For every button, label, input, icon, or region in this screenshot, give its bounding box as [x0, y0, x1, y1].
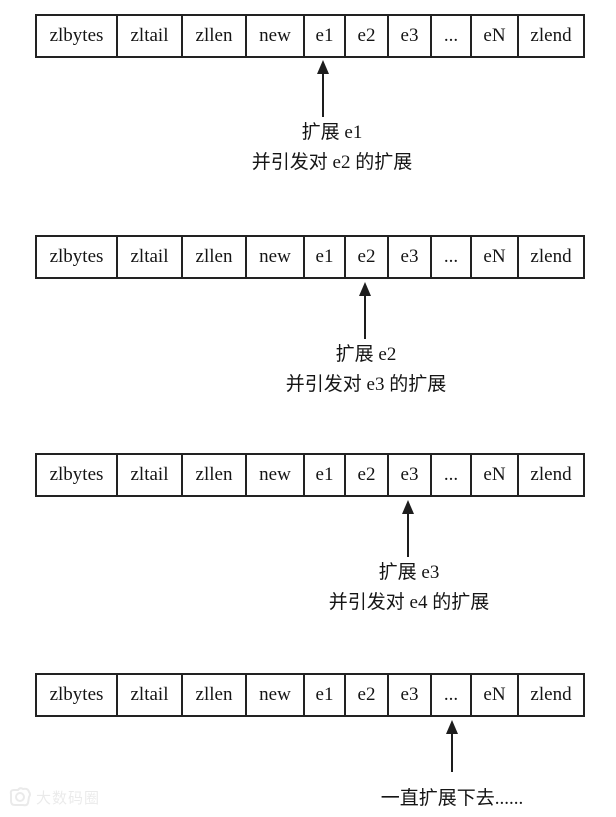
cell-zllen: zllen [183, 16, 247, 56]
cell-e1: e1 [305, 675, 346, 715]
cell-e2: e2 [346, 237, 389, 277]
cell-eN: eN [472, 237, 519, 277]
watermark-text: 大数码圈 [36, 789, 101, 807]
caption-line-2: 并引发对 e2 的扩展 [251, 152, 413, 173]
ziplist-row-3: zlbytes zltail zllen new e1 e2 e3 ... eN… [35, 453, 585, 497]
arrow-head-icon [359, 282, 371, 296]
cell-zlend: zlend [530, 684, 572, 705]
cell-zlbytes: zlbytes [37, 237, 118, 277]
cell-new: new [247, 16, 305, 56]
cell-zltail: zltail [118, 16, 183, 56]
cell-eN: eN [472, 675, 519, 715]
cell-ellipsis: ... [432, 455, 472, 495]
caption-section-2: 扩展 e2 并引发对 e3 的扩展 [286, 340, 446, 400]
cell-zlbytes: zlbytes [37, 675, 118, 715]
camera-logo-icon [8, 786, 32, 808]
caption-section-4: 一直扩展下去...... [381, 784, 524, 814]
cell-ellipsis: ... [432, 675, 472, 715]
arrow-shaft [450, 734, 454, 772]
arrow-head-icon [446, 720, 458, 734]
caption-line-2: 并引发对 e4 的扩展 [328, 592, 490, 613]
caption-line-1: 扩展 e2 [335, 344, 397, 365]
cell-e3: e3 [389, 675, 432, 715]
cell-zlend: zlend [530, 246, 572, 267]
up-arrow-to-e2 [358, 282, 372, 339]
cell-e3: e3 [389, 237, 432, 277]
arrow-shaft [363, 296, 367, 339]
caption-section-1: 扩展 e1 并引发对 e2 的扩展 [252, 118, 412, 178]
cell-zltail: zltail [118, 675, 183, 715]
cell-zllen: zllen [183, 455, 247, 495]
up-arrow-to-e1 [316, 60, 330, 117]
cell-zllen: zllen [183, 237, 247, 277]
cell-zltail: zltail [118, 237, 183, 277]
caption-line-2: 并引发对 e3 的扩展 [285, 374, 447, 395]
cell-e1: e1 [305, 455, 346, 495]
cell-new: new [247, 675, 305, 715]
ziplist-row-1: zlbytes zltail zllen new e1 e2 e3 ... eN… [35, 14, 585, 58]
cell-new: new [247, 237, 305, 277]
caption-line-1: 一直扩展下去...... [380, 788, 524, 809]
cell-zlend: zlend [530, 464, 572, 485]
up-arrow-to-e3 [401, 500, 415, 557]
cell-ellipsis: ... [432, 16, 472, 56]
caption-section-3: 扩展 e3 并引发对 e4 的扩展 [329, 558, 489, 618]
cell-zllen: zllen [183, 675, 247, 715]
cell-eN: eN [472, 16, 519, 56]
arrow-head-icon [402, 500, 414, 514]
cell-zlend: zlend [530, 25, 572, 46]
arrow-shaft [406, 514, 410, 557]
cell-e2: e2 [346, 455, 389, 495]
arrow-shaft [321, 74, 325, 117]
arrow-head-icon [317, 60, 329, 74]
cell-e1: e1 [305, 237, 346, 277]
caption-line-1: 扩展 e1 [301, 122, 363, 143]
up-arrow-to-ellipsis [445, 720, 459, 772]
cell-eN: eN [472, 455, 519, 495]
cell-e3: e3 [389, 16, 432, 56]
caption-line-1: 扩展 e3 [378, 562, 440, 583]
cell-new: new [247, 455, 305, 495]
cell-e2: e2 [346, 675, 389, 715]
cell-zlbytes: zlbytes [37, 455, 118, 495]
cell-zlbytes: zlbytes [37, 16, 118, 56]
ziplist-row-4: zlbytes zltail zllen new e1 e2 e3 ... eN… [35, 673, 585, 717]
cell-e3: e3 [389, 455, 432, 495]
cell-ellipsis: ... [432, 237, 472, 277]
watermark: 大数码圈 [8, 786, 100, 808]
ziplist-row-2: zlbytes zltail zllen new e1 e2 e3 ... eN… [35, 235, 585, 279]
cell-zltail: zltail [118, 455, 183, 495]
cell-e2: e2 [346, 16, 389, 56]
cell-e1: e1 [305, 16, 346, 56]
